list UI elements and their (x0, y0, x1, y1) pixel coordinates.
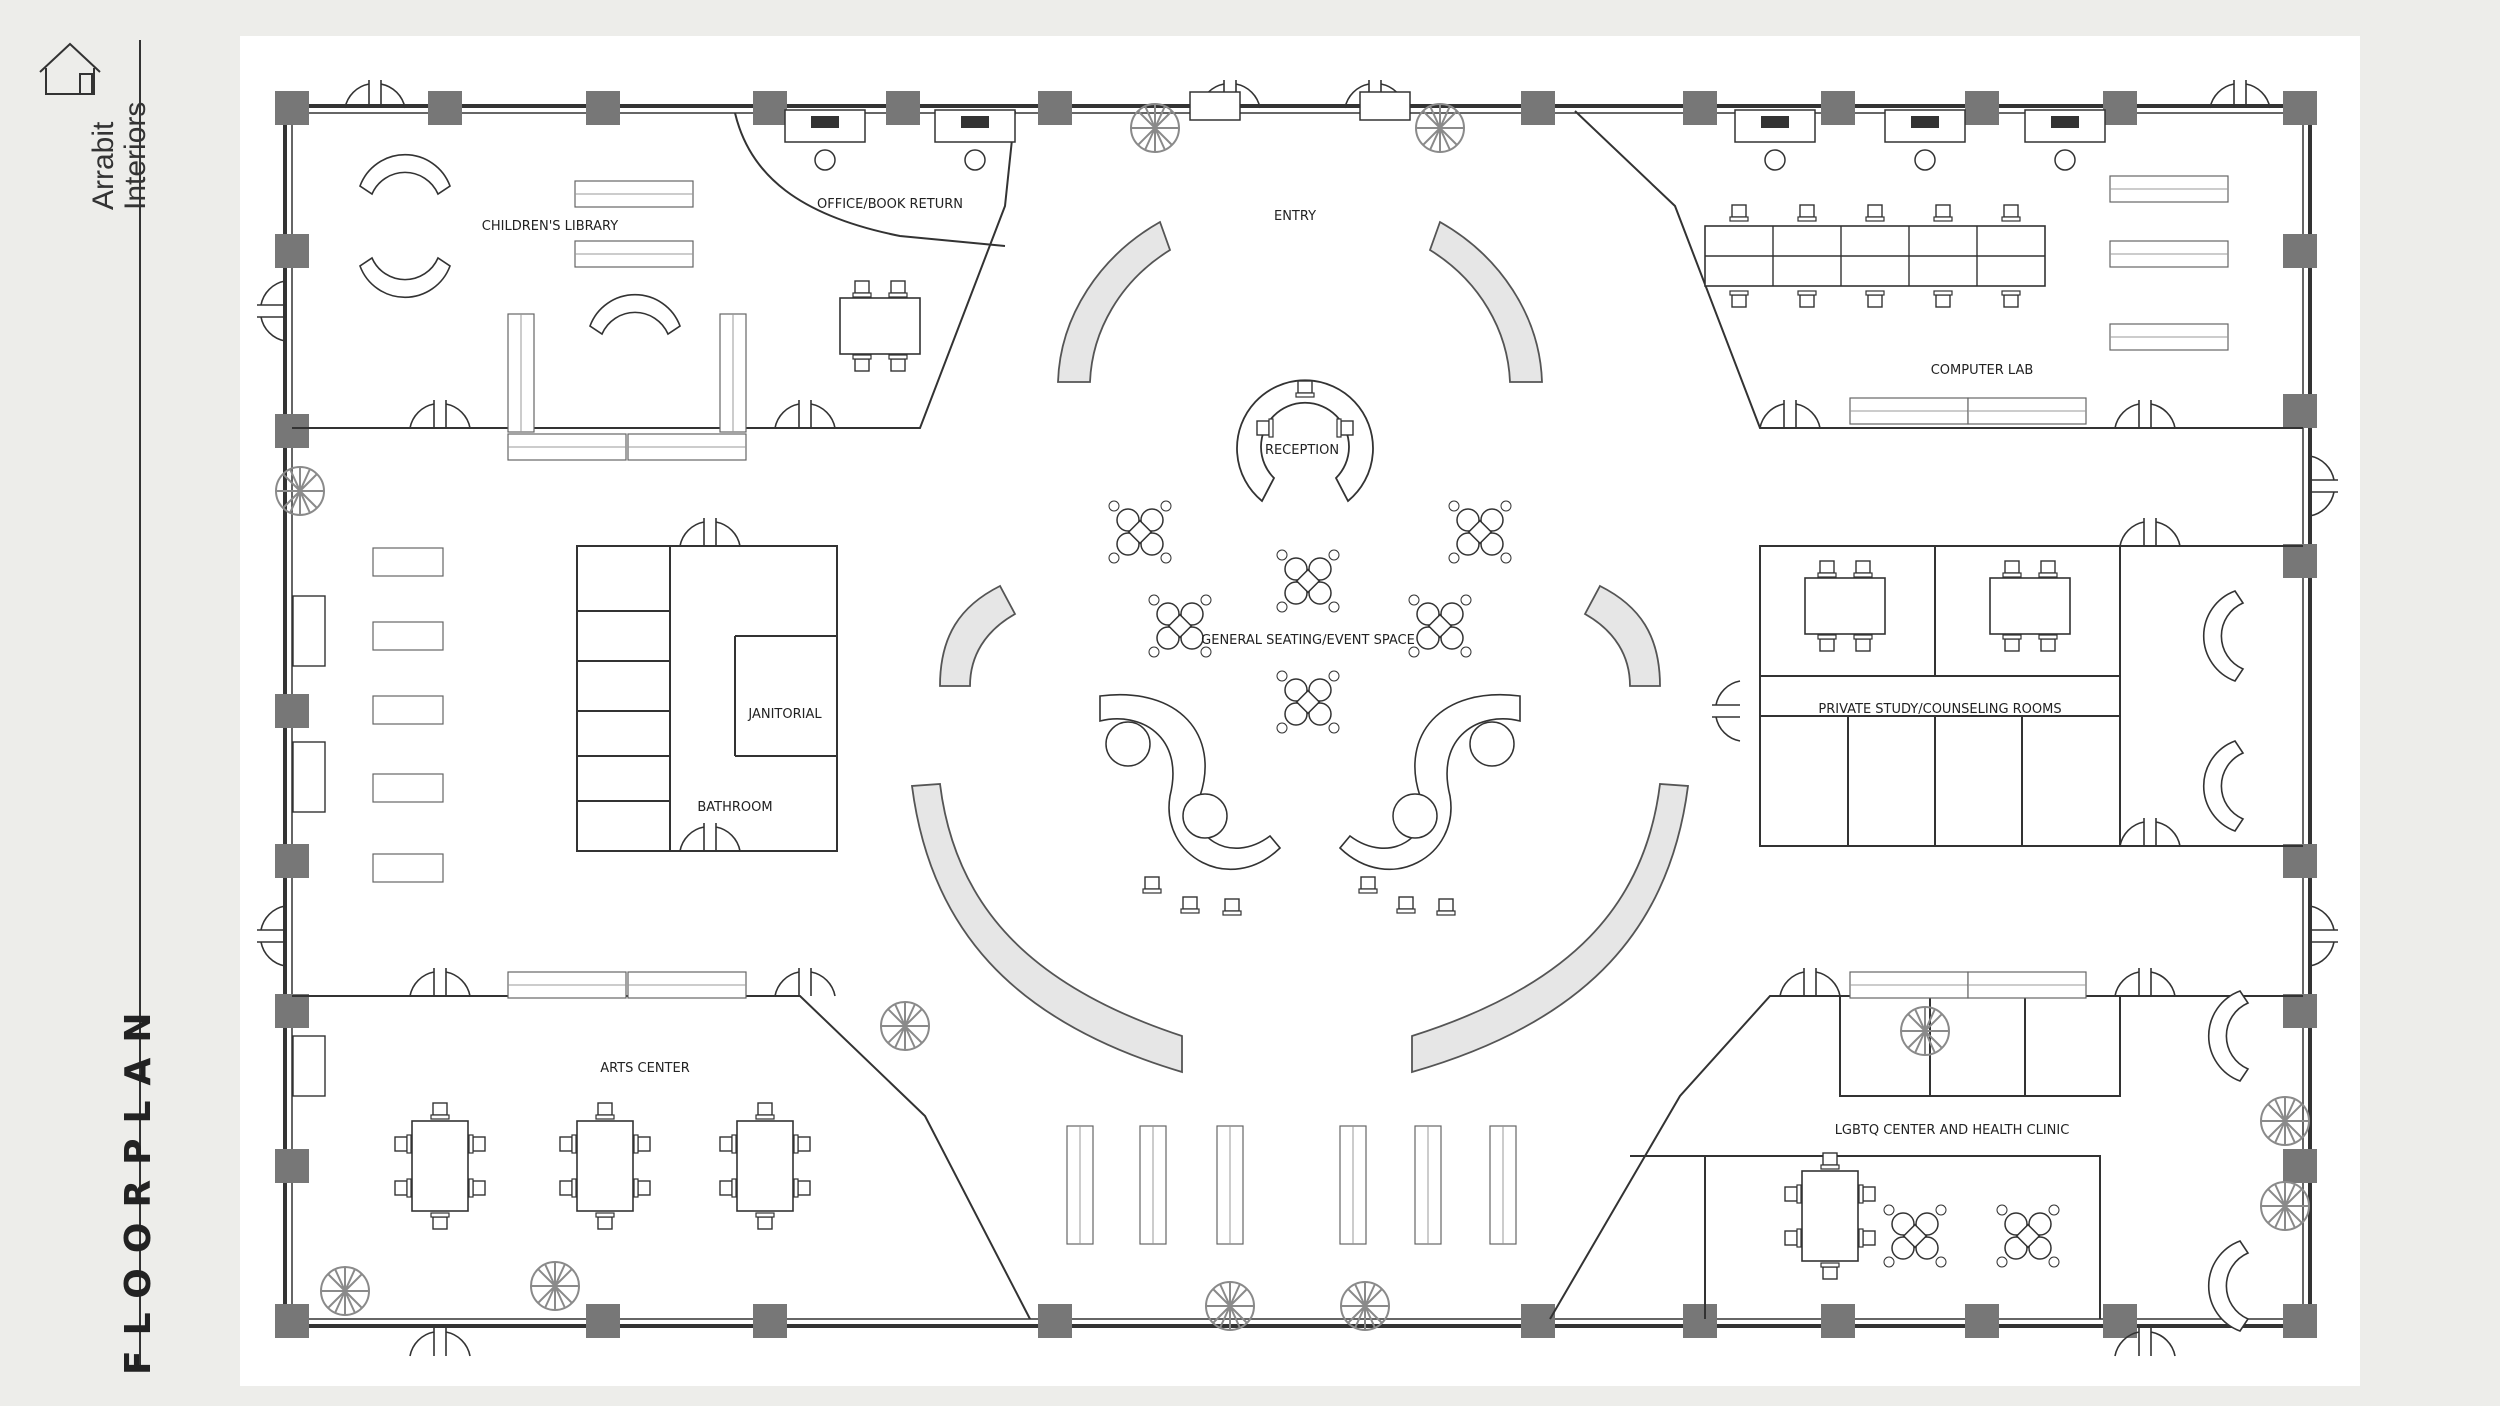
arts-center: ARTS CENTER (292, 971, 930, 1316)
reception-desk: RECEPTION (1236, 379, 1374, 503)
west-stacks (275, 466, 444, 883)
brand-name: Arrabit Interiors (87, 101, 152, 210)
private-study-rooms: PRIVATE STUDY/COUNSELING ROOMS (1805, 561, 2244, 832)
restrooms: JANITORIAL BATHROOM (697, 707, 822, 815)
divider-line (139, 40, 141, 1365)
childrens-library: CHILDREN'S LIBRARY (359, 153, 920, 461)
sidebar: Arrabit Interiors FLOORPLAN (0, 0, 180, 1406)
room-label-general-seating: GENERAL SEATING/EVENT SPACE (1201, 633, 1415, 648)
room-label-janitorial: JANITORIAL (747, 707, 822, 722)
room-label-private-study: PRIVATE STUDY/COUNSELING ROOMS (1818, 702, 2061, 717)
room-label-entry: ENTRY (1274, 209, 1316, 224)
central-planters (910, 220, 1690, 1074)
room-label-bathroom: BATHROOM (697, 800, 772, 815)
room-label-childrens-library: CHILDREN'S LIBRARY (482, 219, 618, 234)
lgbtq-center-clinic: LGBTQ CENTER AND HEALTH CLINIC (1785, 971, 2310, 1332)
page-title: FLOORPLAN (118, 997, 159, 1376)
room-label-reception: RECEPTION (1265, 443, 1339, 458)
brand-line-2: Interiors (119, 101, 152, 210)
brand-block (30, 30, 140, 230)
brand-line-1: Arrabit (87, 121, 120, 210)
office-book-return: OFFICE/BOOK RETURN (784, 109, 1016, 212)
room-label-office: OFFICE/BOOK RETURN (817, 197, 963, 212)
floorplan-drawing: CHILDREN'S LIBRARY OFFICE/BOOK RETURN EN… (256, 79, 2339, 1357)
room-label-arts-center: ARTS CENTER (600, 1061, 690, 1076)
entry-area: ENTRY (1130, 91, 1465, 224)
room-label-lgbtq-center: LGBTQ CENTER AND HEALTH CLINIC (1835, 1123, 2070, 1138)
computer-lab: COMPUTER LAB (1704, 109, 2229, 425)
floorplan-sheet: CHILDREN'S LIBRARY OFFICE/BOOK RETURN EN… (240, 36, 2360, 1386)
room-label-computer-lab: COMPUTER LAB (1931, 363, 2034, 378)
general-seating: GENERAL SEATING/EVENT SPACE (1099, 500, 1521, 916)
house-logo-icon (39, 42, 101, 95)
south-stacks (1066, 1125, 1517, 1331)
